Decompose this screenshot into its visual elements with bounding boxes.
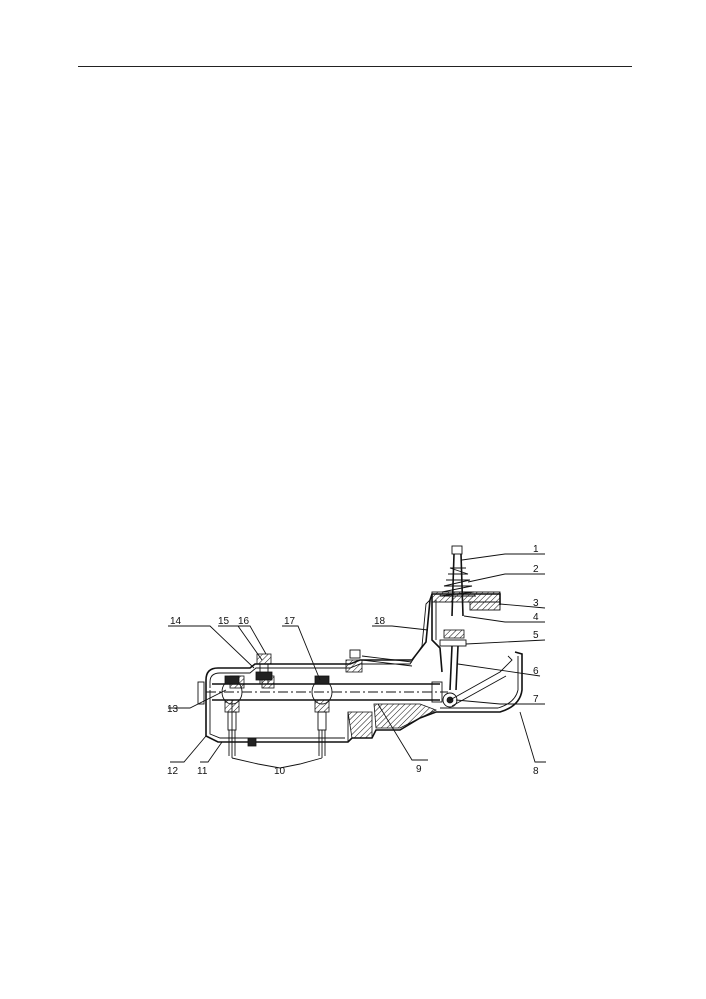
- callout-9: 9: [416, 764, 422, 775]
- callout-18: 18: [374, 616, 386, 627]
- header-rule: [78, 66, 632, 67]
- callout-1: 1: [533, 544, 539, 555]
- callout-12: 12: [167, 766, 179, 777]
- drain-plug: [247, 737, 257, 747]
- bearing-right: [311, 675, 333, 758]
- callout-4: 4: [533, 612, 539, 623]
- callout-10: 10: [274, 766, 286, 777]
- bearing-left: [221, 675, 243, 758]
- callout-17: 17: [284, 616, 296, 627]
- callout-8: 8: [533, 766, 539, 777]
- callout-15: 15: [218, 616, 230, 627]
- callout-14: 14: [170, 616, 182, 627]
- leader-lines: [168, 553, 546, 769]
- callout-3: 3: [533, 598, 539, 609]
- callout-16: 16: [238, 616, 250, 627]
- callout-7: 7: [533, 694, 539, 705]
- callout-2: 2: [533, 564, 539, 575]
- callout-6: 6: [533, 666, 539, 677]
- vertical-shaft: [439, 545, 513, 708]
- housing: [197, 591, 523, 743]
- callout-13: 13: [167, 704, 179, 715]
- callout-labels: 1 2 3 4 5 6 7 8 9 10 11 12 13 14 15 16 1…: [167, 544, 539, 777]
- callout-5: 5: [533, 630, 539, 641]
- callout-11: 11: [197, 766, 208, 777]
